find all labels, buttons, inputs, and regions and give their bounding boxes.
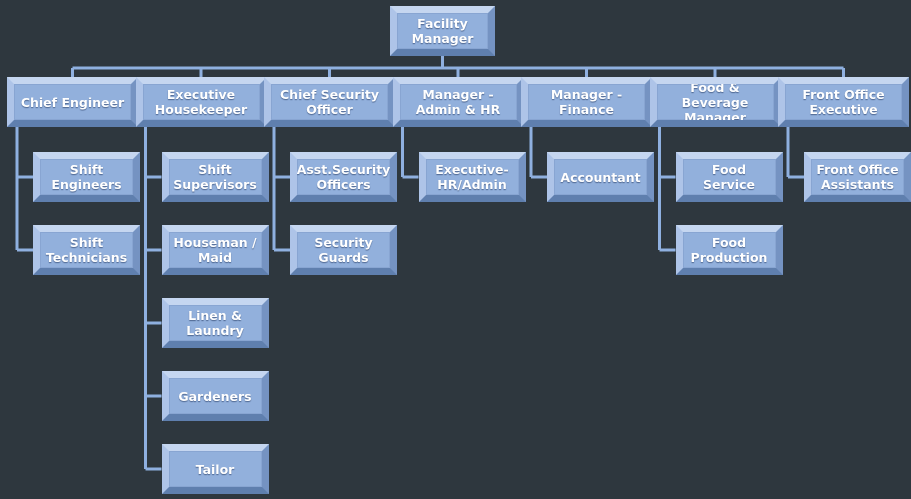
node-tailor: Tailor <box>161 444 269 494</box>
node-accountant: Accountant <box>547 152 654 202</box>
node-food-beverage-manager: Food & Beverage Manager <box>649 77 781 127</box>
node-gardeners-label: Gardeners <box>178 388 252 404</box>
node-food-production-label: Food Production <box>690 235 768 265</box>
node-front-office-assistants: Front Office Assistants <box>804 152 911 202</box>
node-front-office-executive-label: Front Office Executive <box>802 87 885 117</box>
node-executive-hr-admin: Executive- HR/Admin <box>418 152 526 202</box>
node-manager-admin-hr-label: Manager - Admin & HR <box>415 87 501 117</box>
node-shift-technicians: Shift Technicians <box>33 225 140 275</box>
node-manager-finance: Manager - Finance <box>521 77 652 127</box>
node-accountant-label: Accountant <box>560 169 641 185</box>
node-chief-engineer: Chief Engineer <box>7 77 138 127</box>
node-houseman-maid: Houseman / Maid <box>161 225 269 275</box>
node-tailor-label: Tailor <box>195 461 235 477</box>
node-executive-housekeeper: Executive Housekeeper <box>135 77 267 127</box>
node-shift-supervisors-label: Shift Supervisors <box>173 162 257 192</box>
node-food-beverage-manager-label: Food & Beverage Manager <box>681 79 749 125</box>
node-front-office-assistants-label: Front Office Assistants <box>816 162 899 192</box>
node-security-guards-label: Security Guards <box>314 235 373 265</box>
node-front-office-executive: Front Office Executive <box>778 77 909 127</box>
node-asst-security-officers-label: Asst.Security Officers <box>296 162 391 192</box>
node-linen-laundry: Linen & Laundry <box>161 298 269 348</box>
node-shift-technicians-label: Shift Technicians <box>45 235 128 265</box>
node-manager-finance-label: Manager - Finance <box>550 87 623 117</box>
node-chief-engineer-label: Chief Engineer <box>20 94 125 110</box>
node-houseman-maid-label: Houseman / Maid <box>173 235 257 265</box>
node-security-guards: Security Guards <box>290 225 397 275</box>
node-food-production: Food Production <box>675 225 783 275</box>
node-food-service-label: Food Service <box>703 162 755 192</box>
node-shift-supervisors: Shift Supervisors <box>161 152 269 202</box>
node-asst-security-officers: Asst.Security Officers <box>290 152 397 202</box>
node-executive-hr-admin-label: Executive- HR/Admin <box>435 162 509 192</box>
node-executive-housekeeper-label: Executive Housekeeper <box>154 87 248 117</box>
node-facility-manager: Facility Manager <box>390 6 495 56</box>
node-gardeners: Gardeners <box>161 371 269 421</box>
node-shift-engineers: Shift Engineers <box>33 152 140 202</box>
node-linen-laundry-label: Linen & Laundry <box>186 308 244 338</box>
node-chief-security-officer: Chief Security Officer <box>264 77 395 127</box>
node-food-service: Food Service <box>675 152 783 202</box>
node-facility-manager-label: Facility Manager <box>411 16 474 46</box>
node-manager-admin-hr: Manager - Admin & HR <box>392 77 524 127</box>
node-chief-security-officer-label: Chief Security Officer <box>280 87 379 117</box>
node-shift-engineers-label: Shift Engineers <box>51 162 122 192</box>
